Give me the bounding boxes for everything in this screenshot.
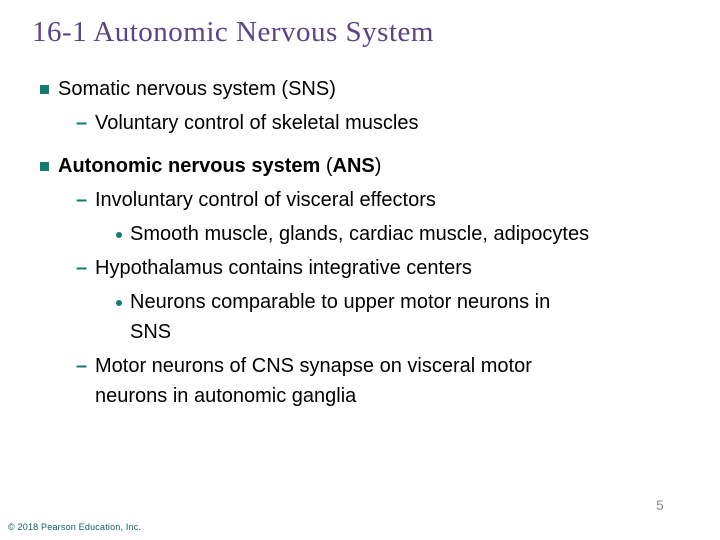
slide-title: 16-1 Autonomic Nervous System: [32, 16, 434, 48]
bullet-line: –Hypothalamus contains integrative cente…: [38, 253, 693, 283]
bullet-line: –Voluntary control of skeletal muscles: [38, 108, 693, 138]
bullet-text: Motor neurons of CNS synapse on visceral…: [95, 355, 532, 377]
bullet-text: SNS: [130, 321, 172, 343]
dash-bullet-icon: –: [76, 355, 88, 377]
bullet-line-wrap: SNS: [38, 317, 693, 347]
bullet-text: ): [374, 155, 382, 177]
bullet-line: Neurons comparable to upper motor neuron…: [38, 287, 693, 317]
square-bullet-icon: [40, 162, 49, 171]
dot-bullet-icon: [116, 300, 122, 306]
bullet-text: Smooth muscle, glands, cardiac muscle, a…: [130, 223, 590, 245]
bullet-text: Somatic nervous system (SNS): [58, 78, 336, 100]
bullet-text: Involuntary control of visceral effector…: [95, 189, 436, 211]
square-bullet-icon: [40, 85, 49, 94]
bullet-text: Neurons comparable to upper motor neuron…: [130, 291, 551, 313]
bullet-text: (: [320, 155, 333, 177]
dash-bullet-icon: –: [76, 112, 88, 134]
dash-bullet-icon: –: [76, 257, 88, 279]
bullet-text: Voluntary control of skeletal muscles: [95, 112, 419, 134]
bullet-line: Smooth muscle, glands, cardiac muscle, a…: [38, 219, 693, 249]
page-number: 5: [656, 497, 664, 513]
dot-bullet-icon: [116, 232, 122, 238]
bullet-line: –Motor neurons of CNS synapse on viscera…: [38, 351, 693, 381]
bullet-text: Hypothalamus contains integrative center…: [95, 257, 472, 279]
bullet-list: Somatic nervous system (SNS)–Voluntary c…: [38, 74, 693, 411]
bullet-text: neurons in autonomic ganglia: [95, 385, 357, 407]
dash-bullet-icon: –: [76, 189, 88, 211]
bullet-text: Autonomic nervous system: [58, 155, 321, 177]
bullet-line-wrap: neurons in autonomic ganglia: [38, 381, 693, 411]
bullet-text: ANS: [332, 155, 375, 177]
bullet-line: Somatic nervous system (SNS): [38, 74, 693, 104]
copyright-footer: © 2018 Pearson Education, Inc.: [8, 522, 142, 532]
bullet-line: –Involuntary control of visceral effecto…: [38, 185, 693, 215]
bullet-line: Autonomic nervous system (ANS): [38, 151, 693, 181]
